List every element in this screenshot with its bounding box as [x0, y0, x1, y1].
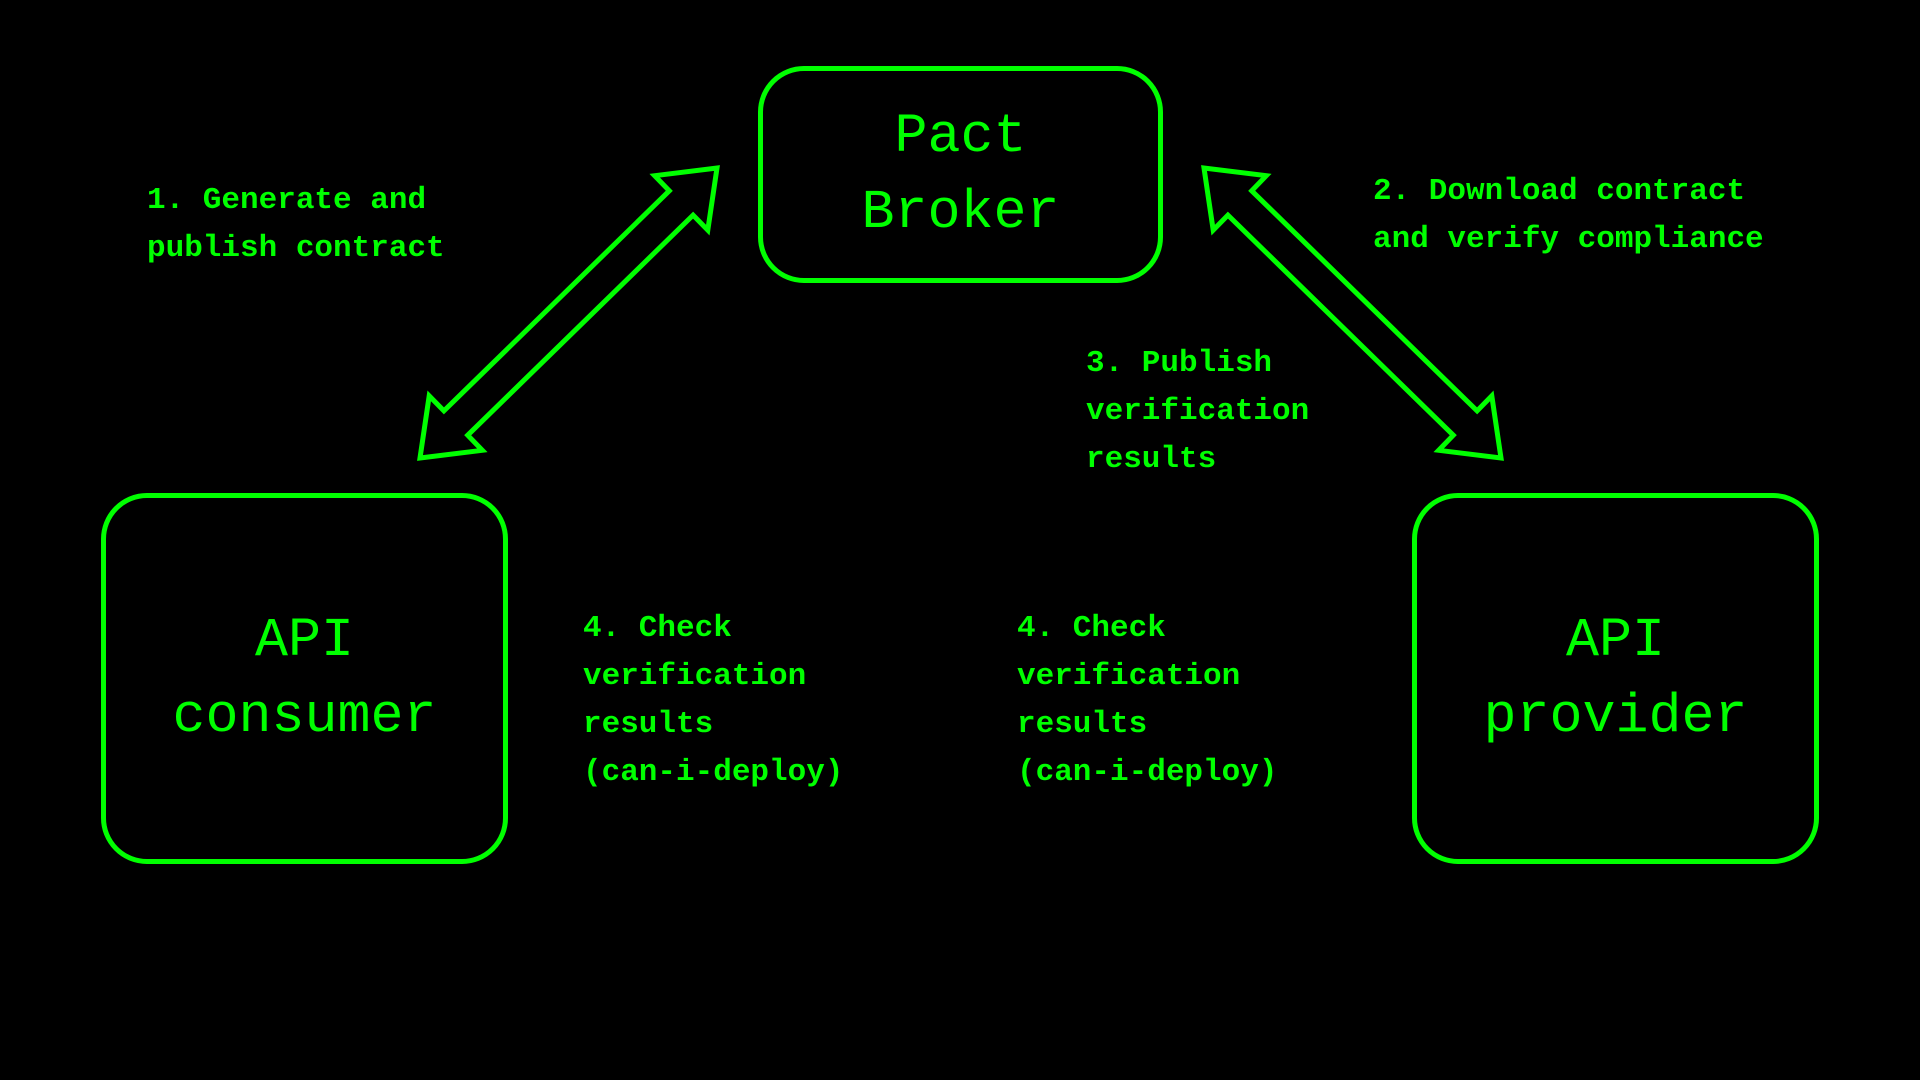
provider-broker-double-arrow: [1201, 165, 1504, 461]
api-provider-node: API provider: [1412, 493, 1819, 864]
step-2-label: 2. Download contract and verify complian…: [1373, 174, 1764, 257]
api-consumer-node: API consumer: [101, 493, 508, 864]
step-3-label: 3. Publish verification results: [1086, 346, 1310, 477]
step-4-consumer-label: 4. Check verification results (can-i-dep…: [583, 611, 844, 790]
pact-broker-node: Pact Broker: [758, 66, 1163, 283]
api-provider-title: API provider: [1483, 608, 1748, 748]
step-1-label: 1. Generate and publish contract: [147, 183, 445, 266]
api-consumer-title: API consumer: [172, 608, 437, 748]
consumer-broker-double-arrow: [417, 165, 720, 461]
pact-broker-title: Pact Broker: [861, 104, 1060, 244]
step-4-provider-label: 4. Check verification results (can-i-dep…: [1017, 611, 1278, 790]
